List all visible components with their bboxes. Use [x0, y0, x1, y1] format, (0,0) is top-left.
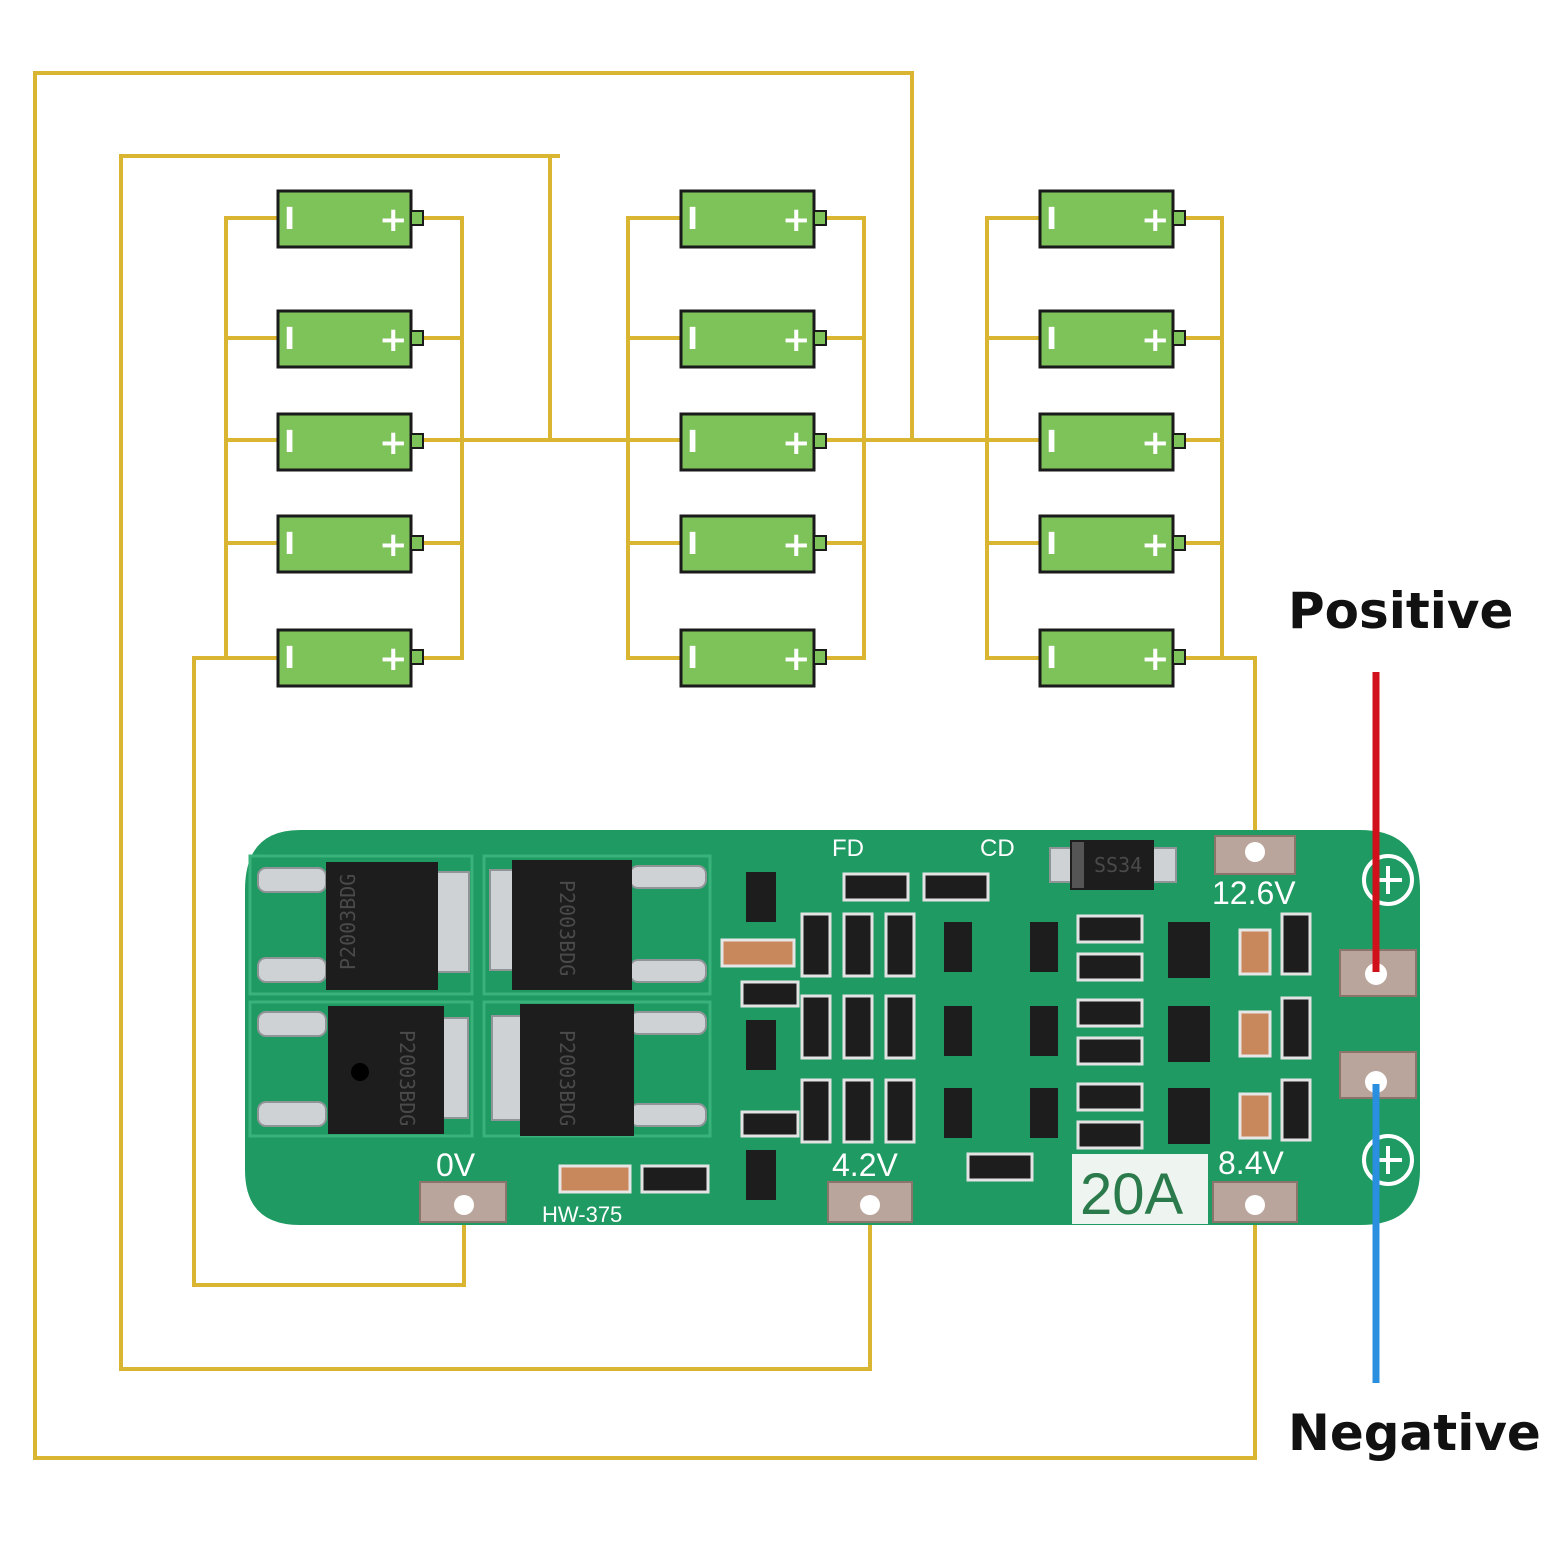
svg-text:P2003BDG: P2003BDG	[336, 874, 360, 970]
label-4-2v: 4.2V	[832, 1147, 898, 1183]
svg-text:I: I	[1046, 641, 1057, 676]
svg-text:I: I	[1046, 527, 1057, 562]
rating-box	[1072, 1154, 1208, 1224]
svg-text:+: +	[379, 525, 408, 565]
svg-text:+: +	[379, 200, 408, 240]
svg-text:P2003BDG: P2003BDG	[555, 880, 579, 976]
svg-text:P2003BDG: P2003BDG	[395, 1030, 419, 1126]
svg-text:I: I	[687, 322, 698, 357]
pad-8-4v	[1212, 1181, 1298, 1223]
pad-12-6v	[1214, 835, 1296, 875]
svg-text:+: +	[782, 525, 811, 565]
svg-text:+: +	[1141, 525, 1170, 565]
mosfet-2: P2003BDG	[489, 860, 707, 990]
pad-0v	[419, 1181, 507, 1223]
svg-text:+: +	[379, 320, 408, 360]
mosfet-4: P2003BDG	[491, 1004, 707, 1136]
svg-text:I: I	[284, 202, 295, 237]
battery-cell: I+	[1038, 412, 1186, 472]
svg-text:I: I	[284, 425, 295, 460]
mosfet-3: P2003BDG	[257, 1006, 469, 1134]
wire-0v	[192, 656, 466, 1287]
svg-text:I: I	[687, 425, 698, 460]
pad-4-2v	[827, 1181, 913, 1223]
svg-text:I: I	[687, 641, 698, 676]
svg-text:+: +	[782, 423, 811, 463]
label-cd: CD	[980, 835, 1015, 862]
svg-text:I: I	[1046, 322, 1057, 357]
svg-text:+: +	[379, 639, 408, 679]
wiring	[33, 71, 1257, 1460]
battery-cell: I+	[1038, 189, 1186, 249]
svg-text:P2003BDG: P2003BDG	[555, 1030, 579, 1126]
svg-text:I: I	[687, 202, 698, 237]
label-fd: FD	[832, 835, 864, 862]
svg-text:I: I	[687, 527, 698, 562]
battery-cell: I+	[1038, 514, 1186, 574]
label-8-4v: 8.4V	[1218, 1145, 1284, 1181]
label-0v: 0V	[436, 1147, 476, 1183]
svg-text:+: +	[782, 639, 811, 679]
battery-cell: I+	[276, 309, 424, 369]
wire-4-2v	[119, 154, 872, 1371]
battery-cell: I+	[276, 514, 424, 574]
bms-board: P2003BDG P2003BDG P2003BDG P2003BDG	[245, 830, 1420, 1225]
battery-cell: I+	[276, 189, 424, 249]
mosfet-1: P2003BDG	[257, 862, 470, 990]
negative-label: Negative	[1288, 1404, 1541, 1462]
battery-group-1: I+ I+ I+ I+ I+	[276, 189, 424, 688]
battery-cell: I+	[276, 628, 424, 688]
wire-8-4v	[33, 71, 1257, 1460]
svg-text:I: I	[1046, 202, 1057, 237]
battery-cell: I+	[679, 189, 827, 249]
svg-text:+: +	[782, 200, 811, 240]
model-label: HW-375	[542, 1202, 622, 1227]
svg-text:I: I	[284, 527, 295, 562]
battery-cell: I+	[276, 412, 424, 472]
svg-text:SS34: SS34	[1094, 853, 1142, 877]
svg-text:I: I	[284, 641, 295, 676]
svg-text:I: I	[1046, 425, 1057, 460]
svg-text:+: +	[1141, 423, 1170, 463]
battery-group-3: I+ I+ I+ I+ I+	[1038, 189, 1186, 688]
svg-text:+: +	[782, 320, 811, 360]
svg-text:I: I	[284, 322, 295, 357]
battery-cell: I+	[679, 514, 827, 574]
svg-text:+: +	[379, 423, 408, 463]
battery-group-2: I+ I+ I+ I+ I+	[679, 189, 827, 688]
label-12-6v: 12.6V	[1212, 875, 1296, 911]
rating-label: 20A	[1080, 1162, 1184, 1227]
svg-text:+: +	[1141, 639, 1170, 679]
battery-cell: I+	[1038, 628, 1186, 688]
svg-text:+: +	[1141, 200, 1170, 240]
positive-label: Positive	[1288, 582, 1513, 640]
diode-ss34: SS34	[1049, 840, 1177, 890]
battery-cell: I+	[679, 412, 827, 472]
svg-text:+: +	[1141, 320, 1170, 360]
smd-components	[558, 872, 1312, 1200]
battery-cell: I+	[679, 309, 827, 369]
battery-cell: I+	[679, 628, 827, 688]
wire-12-6v	[1222, 656, 1257, 852]
battery-cell: I+	[1038, 309, 1186, 369]
